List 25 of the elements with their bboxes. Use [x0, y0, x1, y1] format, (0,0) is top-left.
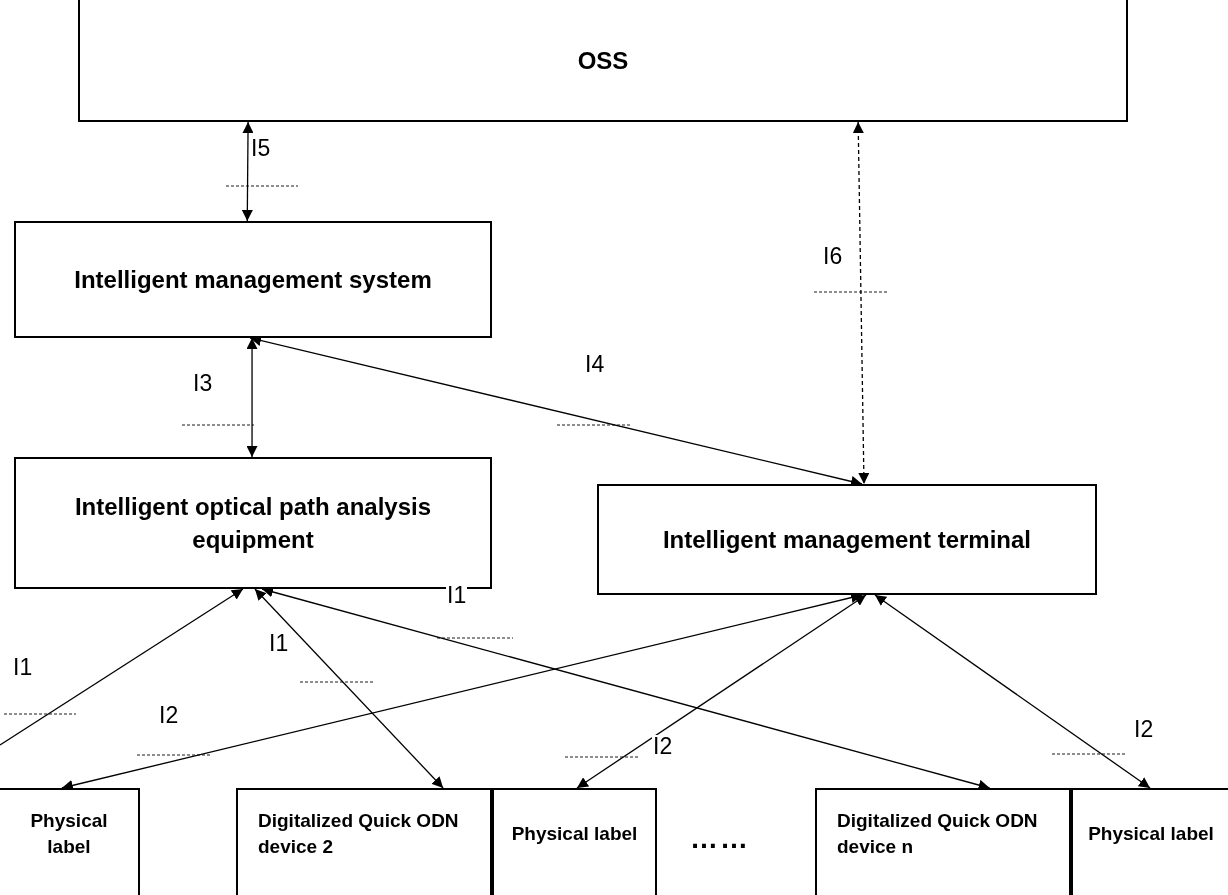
process-box — [492, 788, 657, 895]
box-label: Physical label — [29, 808, 109, 859]
arrow — [0, 588, 244, 746]
process-box — [14, 221, 492, 338]
process-box — [597, 484, 1097, 595]
box-label: Digitalized Quick ODN device 2 — [258, 808, 460, 859]
box-label: Intelligent optical path analysis equipment — [73, 492, 433, 555]
box-label: Physical label — [511, 821, 638, 846]
box-label: Intelligent management system — [74, 265, 432, 295]
process-box — [236, 788, 492, 895]
box-label: Physical label — [1088, 821, 1214, 846]
arrow — [254, 588, 444, 789]
arrow — [576, 594, 867, 789]
arrow — [852, 121, 870, 485]
process-box — [0, 788, 140, 895]
process-box — [78, 0, 1128, 122]
box-label: Intelligent management terminal — [662, 525, 1032, 555]
arrow — [246, 337, 258, 458]
box-label: OSS — [577, 45, 629, 76]
box-label: Digitalized Quick ODN device n — [837, 808, 1039, 859]
arrow — [874, 594, 1151, 789]
ellipsis-label: …… — [690, 822, 750, 856]
process-box — [1071, 788, 1228, 895]
process-box — [815, 788, 1071, 895]
arrow — [241, 121, 254, 222]
